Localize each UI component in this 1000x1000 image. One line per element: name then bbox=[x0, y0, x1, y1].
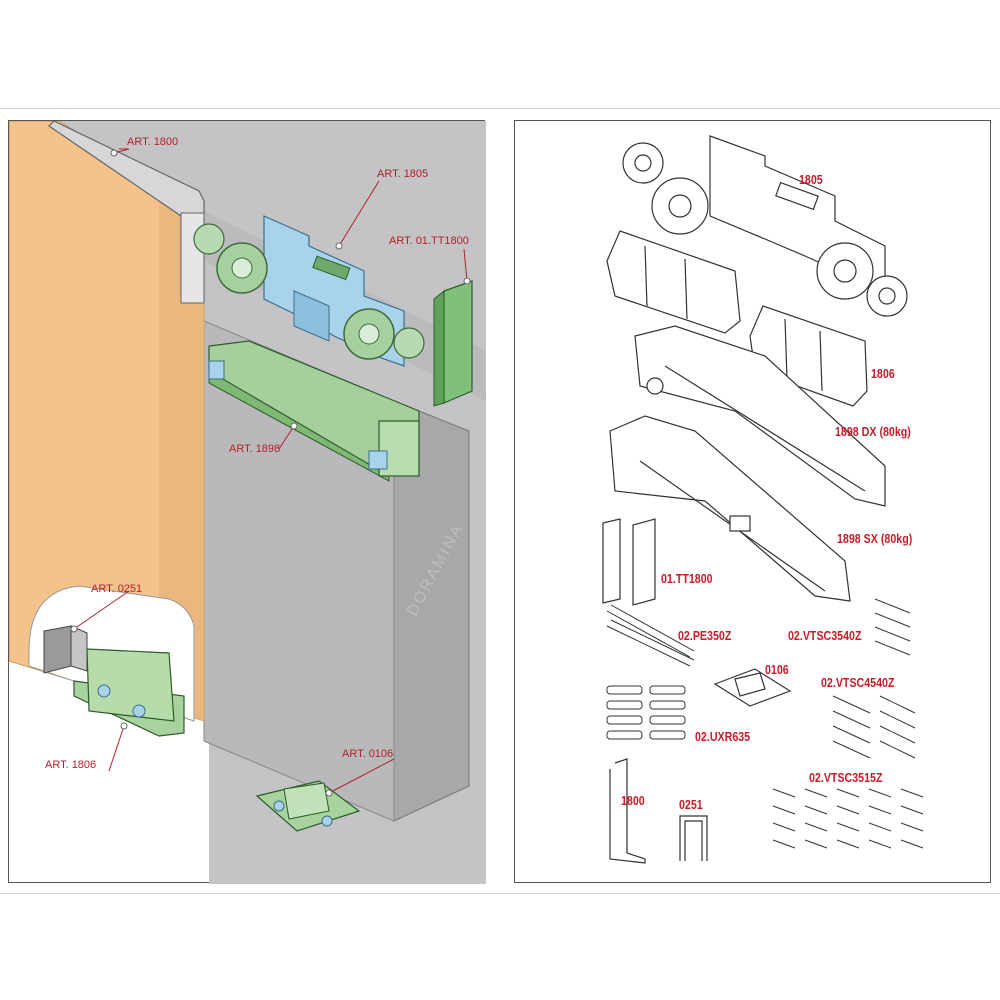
label-02uxr635: 02.UXR635 bbox=[695, 729, 751, 744]
parts-panel: 1805 1806 1898 DX (80kg) 1898 SX (80kg) … bbox=[514, 120, 991, 883]
installation-illustration bbox=[9, 121, 486, 884]
part-1898dx bbox=[634, 325, 886, 507]
label-art-01tt1800: ART. 01.TT1800 bbox=[389, 235, 469, 247]
trolley-1805 bbox=[193, 215, 425, 367]
label-0106: 0106 bbox=[765, 662, 789, 677]
label-1898sx: 1898 SX (80kg) bbox=[837, 531, 913, 546]
part-02pe350z bbox=[606, 604, 695, 667]
label-02vtsc3515z: 02.VTSC3515Z bbox=[809, 770, 883, 785]
label-art-1800: ART. 1800 bbox=[127, 136, 179, 148]
part-02vtsc3540z bbox=[874, 598, 911, 656]
part-02vtsc4540z bbox=[832, 695, 916, 759]
floor-guide-0106 bbox=[255, 780, 361, 832]
end-cap-01tt1800 bbox=[443, 280, 473, 404]
label-02vtsc3540z: 02.VTSC3540Z bbox=[788, 628, 862, 643]
part-02vtsc3515z bbox=[772, 788, 924, 849]
label-02vtsc4540z: 02.VTSC4540Z bbox=[821, 675, 895, 690]
label-art-1806: ART. 1806 bbox=[45, 759, 97, 771]
part-1805 bbox=[622, 135, 908, 317]
label-01tt1800: 01.TT1800 bbox=[661, 571, 713, 586]
parts-illustration bbox=[602, 135, 924, 864]
label-art-1898: ART. 1898 bbox=[229, 443, 281, 455]
label-1805: 1805 bbox=[799, 172, 823, 187]
top-rule bbox=[0, 108, 1000, 109]
part-01tt1800 bbox=[602, 518, 656, 606]
part-0251 bbox=[679, 815, 708, 861]
label-art-0251: ART. 0251 bbox=[91, 583, 143, 595]
part-1806-a bbox=[606, 230, 741, 334]
label-1806: 1806 bbox=[871, 366, 895, 381]
label-art-1805: ART. 1805 bbox=[377, 168, 429, 180]
damper-1898 bbox=[208, 340, 420, 482]
part-02uxr635 bbox=[606, 685, 686, 740]
label-0251: 0251 bbox=[679, 797, 703, 812]
guide-0251 bbox=[43, 625, 88, 674]
part-0106 bbox=[713, 668, 792, 707]
bottom-rule bbox=[0, 893, 1000, 894]
part-1898sx bbox=[609, 415, 851, 602]
soft-close-1806 bbox=[73, 648, 185, 737]
part-1800 bbox=[609, 758, 646, 864]
label-1898dx: 1898 DX (80kg) bbox=[835, 424, 911, 439]
label-02pe350z: 02.PE350Z bbox=[678, 628, 732, 643]
label-1800: 1800 bbox=[621, 793, 645, 808]
installation-panel: ART. 1800 ART. 1805 ART. 01.TT1800 ART. … bbox=[8, 120, 486, 884]
label-art-0106: ART. 0106 bbox=[342, 748, 394, 760]
